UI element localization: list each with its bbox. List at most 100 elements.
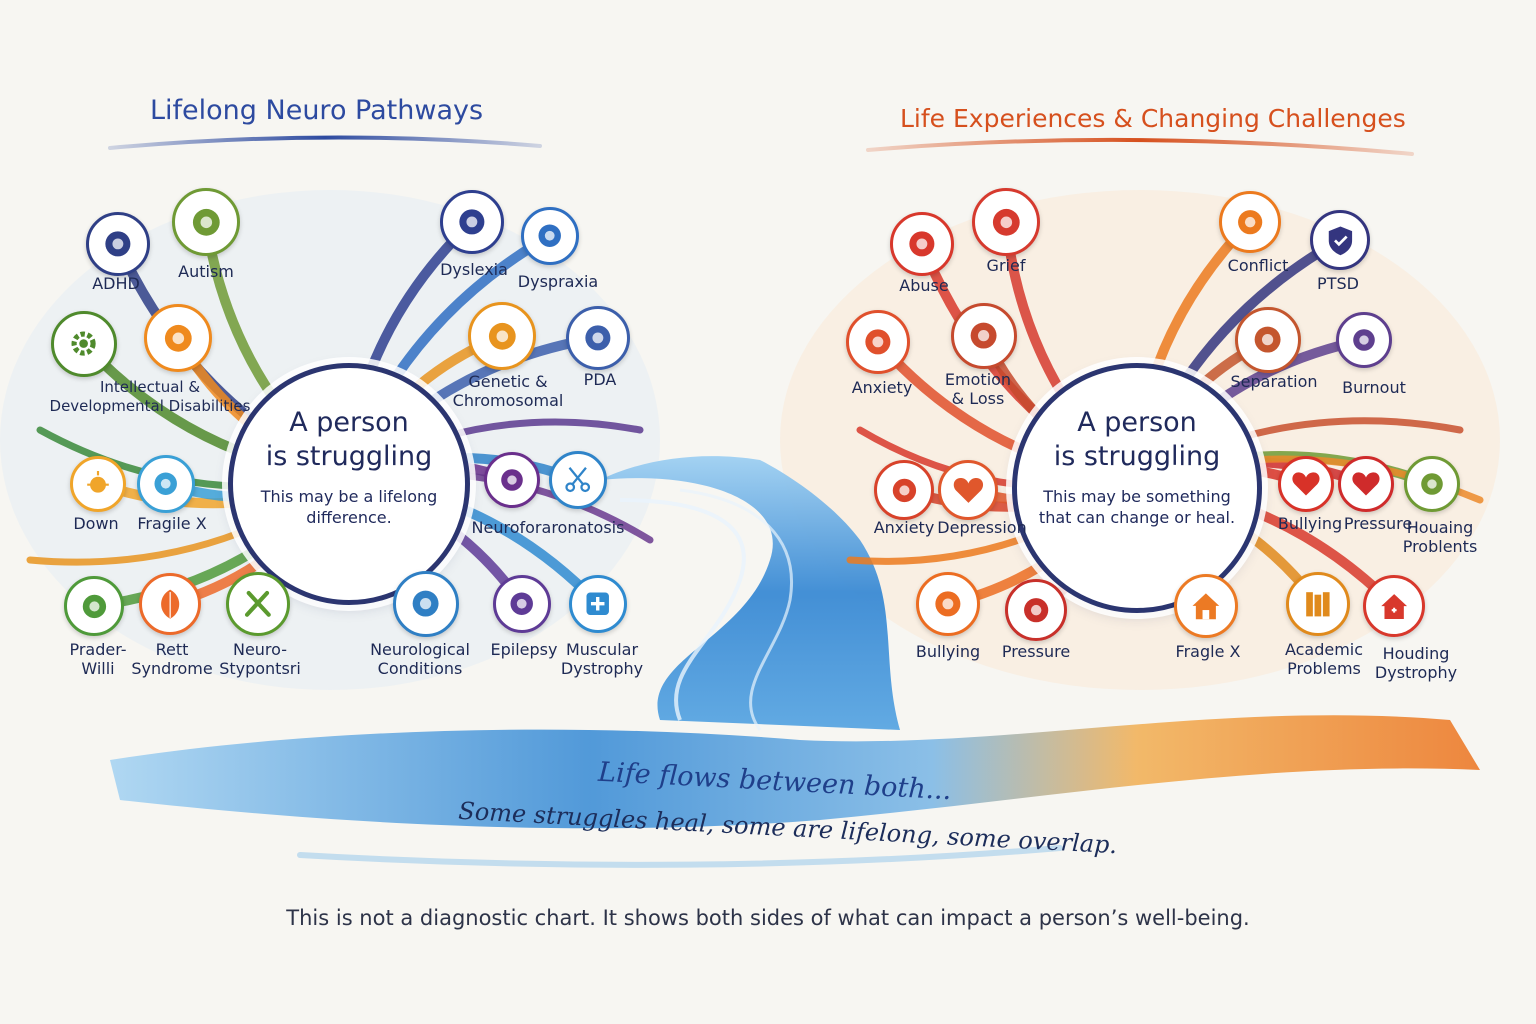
right-center-subtext: This may be something that can change or… — [1038, 487, 1236, 527]
left-node-11 — [549, 451, 607, 509]
left-node-4 — [51, 311, 117, 377]
right-node-1 — [972, 188, 1040, 256]
house-icon — [1177, 577, 1235, 635]
left-node-16 — [493, 575, 551, 633]
puzzle-heart-icon — [175, 191, 237, 253]
right-node-label: Depression — [937, 518, 1027, 537]
right-node-11 — [1338, 456, 1394, 512]
leaf-icon — [142, 576, 198, 632]
tools-icon — [229, 575, 287, 633]
books-icon — [1289, 575, 1347, 633]
heart-icon — [941, 463, 995, 517]
left-node-label: Neuro- Stypontsri — [219, 640, 301, 678]
head-profile-icon — [89, 215, 147, 273]
rainbow-icon — [140, 458, 192, 510]
left-node-label: PDA — [583, 370, 617, 389]
left-title: Lifelong Neuro Pathways — [150, 95, 484, 126]
gear-icon — [54, 314, 114, 374]
left-node-13 — [139, 573, 201, 635]
left-node-label: Intellectual & Developmental Disabilitie… — [49, 378, 251, 415]
right-node-16 — [1286, 572, 1350, 636]
bubbles-icon — [1339, 315, 1389, 365]
left-node-10 — [484, 452, 540, 508]
right-node-0 — [890, 212, 954, 276]
crystal-icon — [496, 578, 548, 630]
woman-face-icon — [954, 306, 1014, 366]
brain-icon — [443, 193, 501, 251]
lightbulb-icon — [147, 307, 209, 369]
right-node-label: Bullying — [915, 642, 981, 661]
right-node-6 — [1235, 307, 1301, 373]
brain-map-icon — [396, 574, 456, 634]
puzzle-pieces-icon — [524, 210, 576, 262]
hands-icon — [569, 309, 627, 367]
right-node-label: Pressure — [1343, 514, 1413, 533]
people-icon — [1222, 194, 1278, 250]
right-node-label: Separation — [1230, 372, 1318, 391]
left-node-label: Genetic & Chromosomal — [452, 372, 564, 410]
left-node-label: ADHD — [92, 274, 140, 293]
right-node-17 — [1363, 575, 1425, 637]
right-node-3 — [1310, 210, 1370, 270]
right-title: Life Experiences & Changing Challenges — [900, 104, 1406, 133]
hands-heart-icon — [849, 313, 907, 371]
disclaimer: This is not a diagnostic chart. It shows… — [286, 906, 1250, 930]
broken-heart-icon — [893, 215, 951, 273]
right-node-2 — [1219, 191, 1281, 253]
right-node-label: Conflict — [1227, 256, 1289, 275]
left-node-3 — [521, 207, 579, 265]
puzzle-heart-icon — [877, 463, 931, 517]
left-node-0 — [86, 212, 150, 276]
sun-icon — [73, 459, 123, 509]
right-node-label: PTSD — [1317, 274, 1359, 293]
shield-check-icon — [1313, 213, 1367, 267]
right-node-5 — [951, 303, 1017, 369]
right-node-label: Pressure — [1001, 642, 1071, 661]
dna-icon — [471, 305, 533, 367]
left-node-label: Neuroforaronatosis — [471, 518, 625, 537]
face-icon — [1407, 459, 1457, 509]
right-node-7 — [1336, 312, 1392, 368]
left-node-5 — [144, 304, 212, 372]
left-node-12 — [64, 576, 124, 636]
left-node-label: Dyslexia — [440, 260, 508, 279]
right-node-13 — [916, 572, 980, 636]
buildings-icon — [919, 575, 977, 633]
heart-icon — [1341, 459, 1391, 509]
medical-cross-icon — [572, 578, 624, 630]
flower-icon — [1008, 582, 1064, 638]
left-node-label: Epilepsy — [490, 640, 558, 659]
left-node-label: Dyspraxia — [517, 272, 599, 291]
left-node-9 — [137, 455, 195, 513]
right-node-label: Grief — [986, 256, 1026, 275]
left-node-label: Fragile X — [137, 514, 207, 533]
left-node-label: Rett Syndrome — [131, 640, 213, 678]
left-node-label: Prader- Willi — [69, 640, 127, 678]
right-node-15 — [1174, 574, 1238, 638]
bowl-icon — [67, 579, 121, 633]
left-node-14 — [226, 572, 290, 636]
left-node-15 — [393, 571, 459, 637]
right-node-label: Burnout — [1342, 378, 1406, 397]
right-node-12 — [1404, 456, 1460, 512]
right-node-label: Bullying — [1277, 514, 1343, 533]
right-node-label: Houding Dystrophy — [1374, 644, 1458, 682]
right-node-label: Anxiety — [851, 378, 913, 397]
left-node-1 — [172, 188, 240, 256]
left-node-label: Autism — [178, 262, 234, 281]
left-node-label: Down — [73, 514, 119, 533]
right-node-9 — [938, 460, 998, 520]
heart-icon — [1281, 459, 1331, 509]
right-node-label: Academic Problems — [1284, 640, 1364, 678]
left-node-2 — [440, 190, 504, 254]
right-node-10 — [1278, 456, 1334, 512]
home-icon — [1366, 578, 1422, 634]
left-node-6 — [468, 302, 536, 370]
left-node-label: Neurological Conditions — [370, 640, 470, 678]
right-node-4 — [846, 310, 910, 374]
scissors-icon — [552, 454, 604, 506]
